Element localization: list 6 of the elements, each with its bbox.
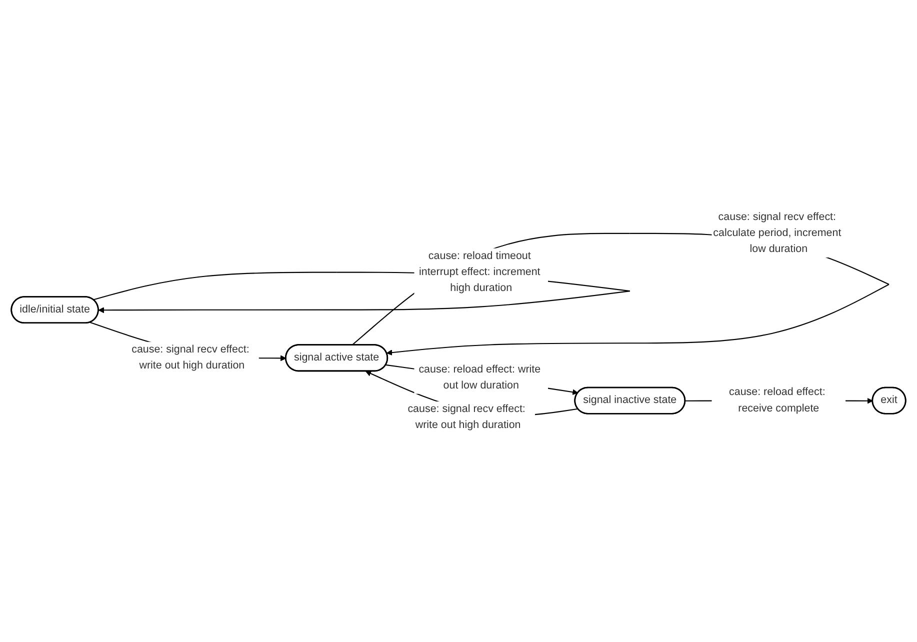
edge-label: cause: reload timeout interrupt effect: increment high duration: [418, 250, 540, 294]
edge-label: cause: signal recv effect: write out high duration: [132, 343, 250, 371]
edge-label: cause: reload effect: receive complete: [729, 386, 826, 414]
edge-label: cause: signal recv effect: write out high duration: [408, 402, 526, 430]
edge-label: cause: reload effect: write out low duration: [418, 363, 541, 391]
edge-label: cause: signal recv effect: calculate period, increment low duration: [713, 210, 842, 254]
